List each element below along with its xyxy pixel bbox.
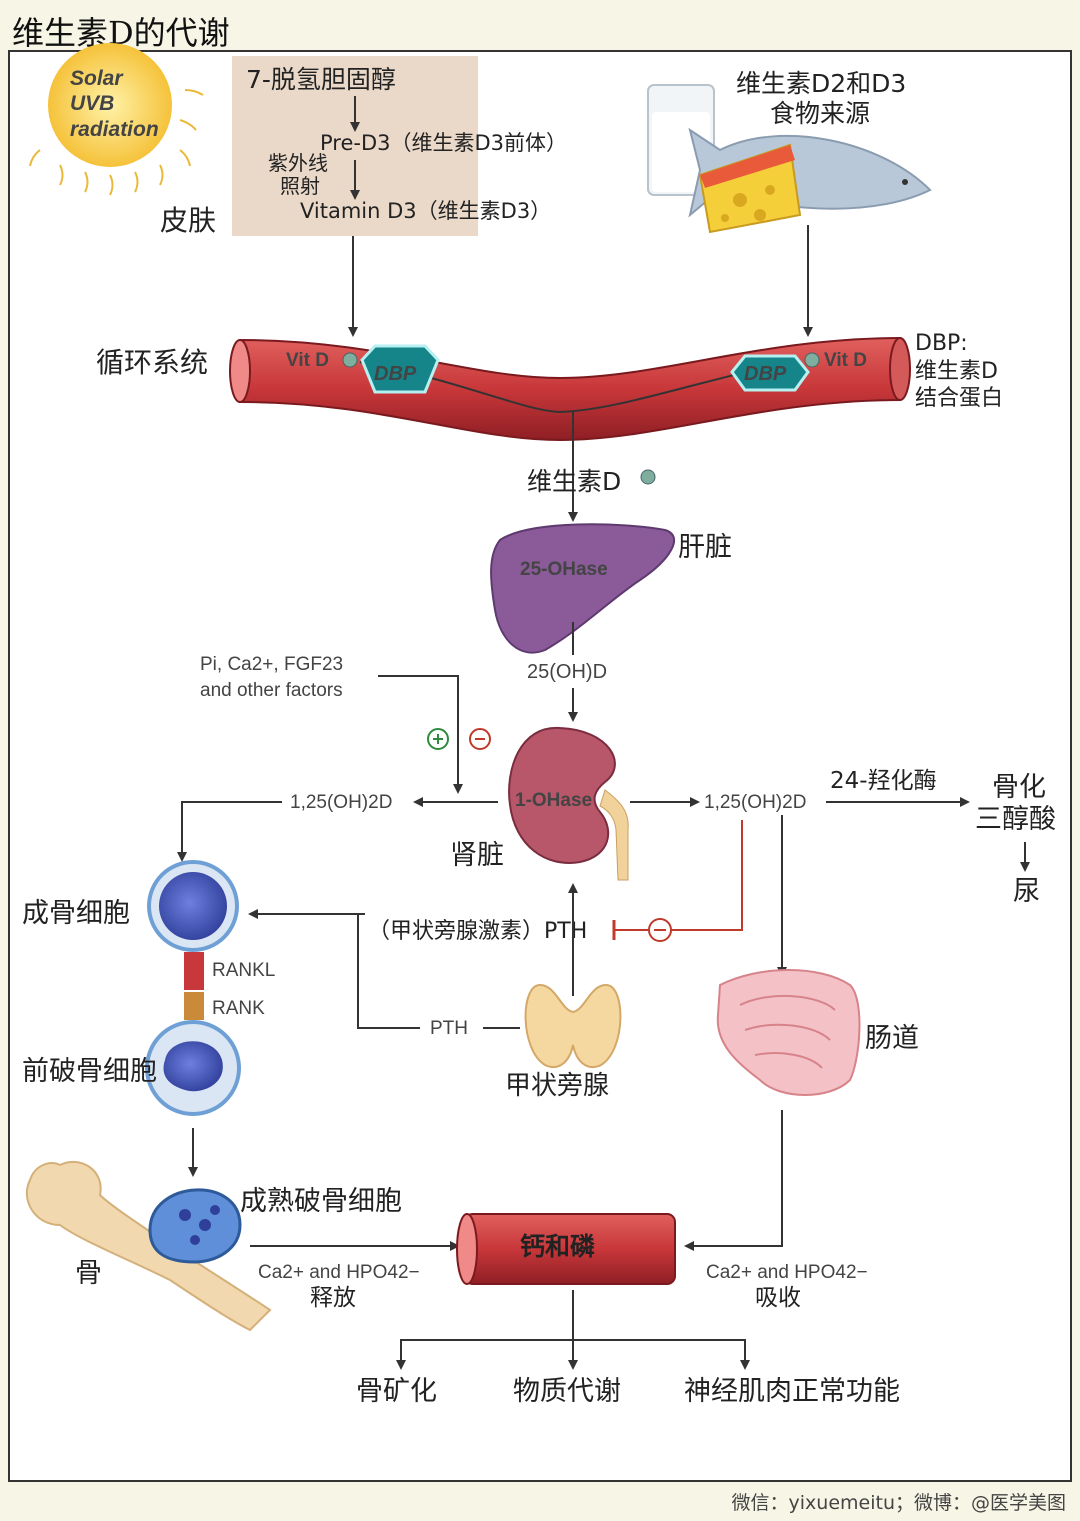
liver-enzyme-label: 25-OHase bbox=[520, 559, 608, 580]
preosteoclast-icon bbox=[145, 1020, 241, 1116]
pre-d3-label: Pre-D3（维生素D3前体） bbox=[320, 131, 567, 155]
absorb-formula: Ca2+ and HPO42− bbox=[706, 1262, 868, 1283]
vit-d-left-dot bbox=[342, 352, 358, 368]
mature-osteoclast-label: 成熟破骨细胞 bbox=[240, 1186, 402, 1217]
urine-label: 尿 bbox=[1013, 876, 1040, 907]
intestine-label: 肠道 bbox=[865, 1023, 919, 1054]
dbp-right-badge bbox=[730, 354, 810, 392]
dbp-note-3: 结合蛋白 bbox=[915, 386, 1003, 411]
sun-icon bbox=[29, 43, 204, 196]
pth-hormone-label: （甲状旁腺激素）PTH bbox=[368, 919, 587, 944]
calcitroic-line-1: 骨化 bbox=[992, 772, 1046, 803]
food-source-line-2: 食物来源 bbox=[770, 99, 870, 128]
hydroxylase-24-label: 24-羟化酶 bbox=[830, 768, 937, 794]
preosteoclast-label: 前破骨细胞 bbox=[22, 1056, 157, 1087]
parathyroid-icon bbox=[524, 983, 622, 1068]
skin-label: 皮肤 bbox=[160, 204, 216, 237]
vit-d-right-label: Vit D bbox=[824, 350, 867, 371]
food-source-line-1: 维生素D2和D3 bbox=[736, 69, 906, 98]
bone-label: 骨 bbox=[75, 1258, 102, 1289]
bone-icon bbox=[25, 1160, 272, 1332]
kidney-label: 肾脏 bbox=[450, 840, 504, 871]
outcome-metabolism: 物质代谢 bbox=[513, 1376, 621, 1407]
calcitroic-line-2: 三醇酸 bbox=[975, 804, 1056, 835]
sun-text-3: radiation bbox=[70, 118, 159, 141]
circulation-label: 循环系统 bbox=[96, 346, 208, 379]
absorb-label: 吸收 bbox=[755, 1285, 801, 1311]
uv-label-1: 紫外线 bbox=[268, 151, 328, 175]
factors-line-2: and other factors bbox=[200, 680, 343, 701]
dbp-right-label: DBP bbox=[744, 363, 787, 385]
ca-p-label: 钙和磷 bbox=[520, 1232, 595, 1261]
release-formula: Ca2+ and HPO42− bbox=[258, 1262, 420, 1283]
milk-glass-icon bbox=[647, 84, 715, 196]
factors-line-1: Pi, Ca2+, FGF23 bbox=[200, 654, 343, 675]
calcitriol-left-label: 1,25(OH)2D bbox=[290, 792, 392, 813]
release-label: 释放 bbox=[310, 1285, 356, 1311]
dbp-left-label: DBP bbox=[374, 363, 417, 385]
osteoblast-icon bbox=[147, 860, 239, 952]
liver-label: 肝脏 bbox=[678, 532, 732, 563]
precursor-label: 7-脱氢胆固醇 bbox=[246, 65, 396, 94]
dbp-note-2: 维生素D bbox=[915, 359, 998, 384]
minus-icon bbox=[469, 728, 491, 750]
rankl-connector bbox=[184, 952, 204, 990]
rank-connector bbox=[184, 992, 204, 1020]
credit-line: 微信：yixuemeitu；微博：@医学美图 bbox=[731, 1492, 1066, 1514]
calcitriol-right-label: 1,25(OH)2D bbox=[704, 792, 806, 813]
liver-product-label: 25(OH)D bbox=[527, 661, 607, 683]
calcium-phosphorus-vessel bbox=[456, 1213, 676, 1285]
kidney-enzyme-label: 1-OHase bbox=[515, 790, 592, 811]
outcome-neuromuscular: 神经肌肉正常功能 bbox=[684, 1376, 900, 1407]
rankl-label: RANKL bbox=[212, 960, 275, 981]
inhibit-minus-icon bbox=[648, 918, 672, 942]
liver-icon bbox=[490, 523, 676, 654]
cheese-icon bbox=[698, 143, 802, 234]
vitamin-d-label: 维生素D bbox=[527, 467, 621, 496]
thyroid-label: 甲状旁腺 bbox=[505, 1071, 609, 1101]
skin-box bbox=[232, 56, 478, 236]
vit-d-left-label: Vit D bbox=[286, 350, 329, 371]
rank-label: RANK bbox=[212, 998, 265, 1019]
intestine-icon bbox=[716, 969, 861, 1096]
dbp-note-1: DBP: bbox=[915, 331, 968, 356]
vitamin-d-dot bbox=[640, 469, 656, 485]
uv-label-2: 照射 bbox=[280, 174, 320, 198]
mature-osteoclast-icon bbox=[148, 1188, 242, 1264]
vit-d-right-dot bbox=[804, 352, 820, 368]
dbp-left-badge bbox=[360, 344, 440, 394]
pth-label: PTH bbox=[430, 1018, 468, 1039]
blood-vessel bbox=[229, 336, 911, 442]
vitamin-d3-label: Vitamin D3（维生素D3） bbox=[300, 199, 551, 223]
kidney-icon bbox=[508, 726, 629, 881]
osteoblast-label: 成骨细胞 bbox=[22, 898, 130, 929]
plus-icon bbox=[427, 728, 449, 750]
sun-text-1: Solar bbox=[70, 67, 124, 90]
outcome-bone-mineralization: 骨矿化 bbox=[356, 1376, 437, 1407]
sun-text-2: UVB bbox=[70, 92, 114, 115]
